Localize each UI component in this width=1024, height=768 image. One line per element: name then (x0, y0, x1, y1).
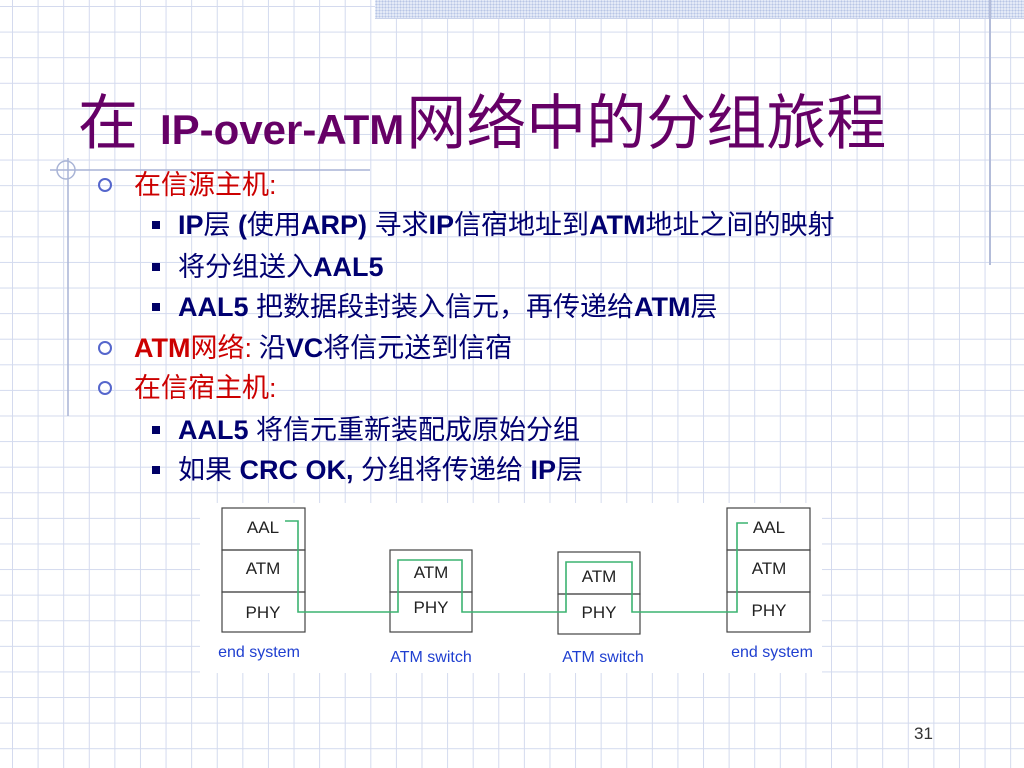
text-segment: ATM (589, 210, 646, 240)
layer-label-aal: AAL (753, 518, 785, 537)
node-label-end-system: end system (731, 644, 813, 661)
text-segment: CRC OK, (239, 455, 354, 485)
data-flow-path (285, 520, 748, 613)
text-segment: ATM (634, 292, 691, 322)
layer-label-phy: PHY (246, 603, 281, 622)
text-segment: AAL5 (313, 252, 384, 282)
heading-atm-network-latin: ATM (134, 333, 191, 363)
square-bullet-icon (152, 302, 160, 311)
text-segment: 层 (203, 210, 239, 240)
text-segment: 将分组送入 (178, 252, 313, 282)
bullet-dest-host: 在信宿主机: (98, 368, 277, 408)
bullet-ip-arp-mapping: IP层 (使用ARP) 寻求IP信宿地址到ATM地址之间的映射 (152, 205, 835, 245)
bullet-text: 将分组送入AAL5 (178, 252, 384, 282)
layer-label-atm: ATM (582, 567, 617, 586)
layer-box-phy (557, 593, 641, 635)
hollow-circle-bullet-icon (98, 340, 112, 355)
text-segment: VC (285, 333, 324, 363)
square-bullet-icon (152, 220, 160, 229)
bullet-aal5-reassemble: AAL5 将信元重新装配成原始分组 (152, 410, 580, 450)
text-segment: 分组将传递给 (353, 455, 531, 485)
text-segment: IP (428, 210, 455, 240)
bullet-send-to-aal5: 将分组送入AAL5 (152, 247, 384, 287)
node-label-atm-switch: ATM switch (390, 649, 471, 666)
node-label-end-system: end system (218, 644, 300, 661)
bullet-crc-ok: 如果 CRC OK, 分组将传递给 IP层 (152, 450, 583, 490)
bullet-text: IP层 (使用ARP) 寻求IP信宿地址到ATM地址之间的映射 (178, 210, 835, 240)
text-segment: 把数据段封装入信元，再传递给 (248, 292, 635, 322)
header-bar (375, 0, 1024, 19)
text-segment: 层 (690, 292, 718, 322)
heading-atm-network-cjk: 网络: (190, 333, 252, 363)
bullet-aal5-encapsulate: AAL5 把数据段封装入信元，再传递给ATM层 (152, 287, 718, 327)
crosshair-circle-icon (56, 160, 76, 180)
text-segment: 寻求 (367, 210, 429, 240)
title-rest: 网络中的分组旅程 (406, 90, 887, 157)
title-lead: 在 (78, 90, 138, 157)
title-latin: IP-over-ATM (160, 106, 405, 153)
square-bullet-icon (152, 425, 160, 434)
bullet-text: AAL5 将信元重新装配成原始分组 (178, 415, 580, 445)
square-bullet-icon (152, 262, 160, 271)
layer-label-phy: PHY (582, 603, 617, 622)
layer-label-atm: ATM (246, 559, 281, 578)
right-vertical-rule (989, 0, 991, 265)
layer-label-phy: PHY (414, 598, 449, 617)
text-segment: 信宿地址到 (454, 210, 590, 240)
text-segment: ( (238, 210, 248, 240)
text-segment: AAL5 (178, 415, 249, 445)
bullet-text: 如果 CRC OK, 分组将传递给 IP层 (178, 455, 583, 485)
hollow-circle-bullet-icon (98, 380, 112, 395)
text-segment: ARP) (301, 210, 368, 240)
slide-title: 在 IP-over-ATM网络中的分组旅程 (78, 84, 886, 164)
text-segment: IP (178, 210, 204, 240)
bullet-atm-network: ATM网络: 沿VC将信元送到信宿 (98, 328, 512, 368)
page-number: 31 (914, 724, 933, 743)
layer-label-aal: AAL (247, 518, 279, 537)
bullet-text: AAL5 把数据段封装入信元，再传递给ATM层 (178, 292, 718, 322)
node-label-atm-switch: ATM switch (562, 649, 643, 666)
text-segment: 如果 (178, 455, 240, 485)
text-segment: AAL5 (178, 292, 249, 322)
text-segment: IP (530, 455, 557, 485)
text-segment: 层 (556, 455, 584, 485)
heading-source-host: 在信源主机: (134, 170, 277, 200)
text-segment: 地址之间的映射 (645, 210, 835, 240)
diagram-background (200, 503, 822, 673)
atm-switch-2 (557, 551, 641, 635)
text-segment: 沿 (252, 333, 286, 363)
layer-label-phy: PHY (752, 601, 787, 620)
layer-label-atm: ATM (752, 559, 787, 578)
layer-label-atm: ATM (414, 563, 449, 582)
hollow-circle-bullet-icon (98, 177, 112, 192)
text-segment: 将信元送到信宿 (323, 333, 513, 363)
square-bullet-icon (152, 465, 160, 474)
heading-dest-host: 在信宿主机: (134, 373, 277, 403)
text-segment: 使用 (247, 210, 302, 240)
bullet-source-host: 在信源主机: (98, 165, 277, 205)
text-segment: 将信元重新装配成原始分组 (248, 415, 581, 445)
